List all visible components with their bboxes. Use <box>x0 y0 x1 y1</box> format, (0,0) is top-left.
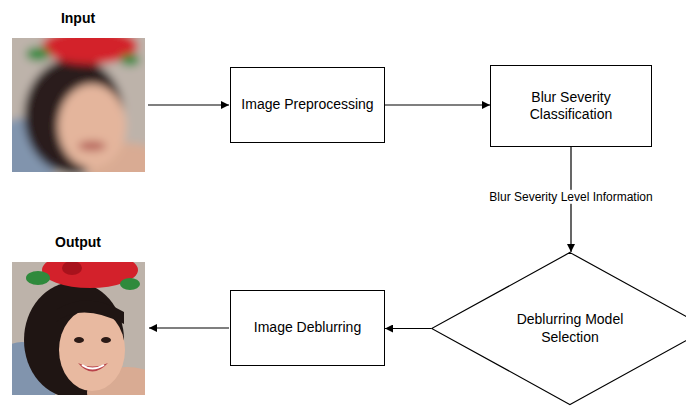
photo-heading: Input <box>61 10 95 26</box>
mouth <box>78 363 108 372</box>
node-label: Image Preprocessing <box>241 96 373 114</box>
node-label: Blur Severity Classification <box>500 89 642 124</box>
decision-diamond: Deblurring Model Selection <box>431 252 686 405</box>
hair <box>24 282 124 395</box>
process-box: Image Preprocessing <box>230 67 385 143</box>
mouth <box>78 141 106 151</box>
node-label: Image Deblurring <box>254 319 361 337</box>
edge-label: Blur Severity Level Information <box>486 189 655 203</box>
input-photo <box>12 38 145 172</box>
process-box: Image Deblurring <box>230 290 385 366</box>
process-box: Blur Severity Classification <box>490 65 652 147</box>
eye <box>74 337 84 343</box>
output-photo <box>12 262 145 395</box>
diamond-shape <box>432 253 686 405</box>
eye <box>101 337 111 343</box>
leaf <box>120 278 140 290</box>
leaf <box>26 271 50 285</box>
node-label: Deblurring Model Selection <box>510 311 629 346</box>
petal <box>62 262 82 275</box>
leaf <box>26 47 50 61</box>
leaf <box>120 54 140 66</box>
face <box>58 84 126 168</box>
flow-arrow <box>385 104 490 105</box>
flow-arrow <box>385 328 431 329</box>
output-arrow <box>149 327 229 328</box>
photo-heading: Output <box>55 234 101 250</box>
fringe <box>56 300 124 324</box>
face <box>59 309 125 391</box>
teeth <box>82 365 104 369</box>
input-arrow <box>148 104 229 105</box>
